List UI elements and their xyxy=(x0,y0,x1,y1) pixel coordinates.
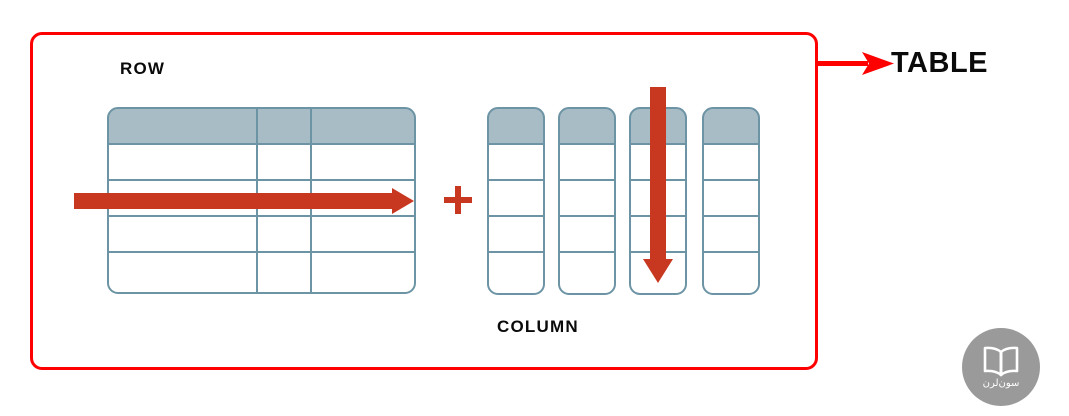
table-cell xyxy=(256,107,312,145)
table-cell xyxy=(256,251,312,294)
column-stack xyxy=(702,107,760,295)
column-cell xyxy=(702,107,760,145)
column-cell xyxy=(702,179,760,217)
table-pointer-arrow-icon xyxy=(816,50,894,78)
column-cell xyxy=(702,215,760,253)
column-cell xyxy=(558,179,616,217)
table-cell xyxy=(107,251,258,294)
table-frame-border xyxy=(30,32,818,370)
column-label: COLUMN xyxy=(497,317,579,336)
table-cell xyxy=(310,143,416,181)
row-label: ROW xyxy=(120,59,166,78)
open-book-icon xyxy=(983,346,1019,377)
column-cell xyxy=(487,107,545,145)
column-cell xyxy=(558,215,616,253)
column-cell xyxy=(558,143,616,181)
table-cell xyxy=(107,215,258,253)
table-cell xyxy=(107,107,258,145)
table-label: TABLE xyxy=(891,47,989,79)
column-cell xyxy=(702,251,760,295)
plus-icon xyxy=(444,186,472,214)
column-stack xyxy=(487,107,545,295)
column-direction-arrow-icon xyxy=(643,87,673,283)
column-cell xyxy=(487,215,545,253)
table-cell xyxy=(256,143,312,181)
table-cell xyxy=(310,251,416,294)
row-direction-arrow-icon xyxy=(74,188,414,214)
table-cell xyxy=(310,107,416,145)
watermark-logo: سون‌لرن xyxy=(962,328,1040,406)
column-cell xyxy=(487,143,545,181)
column-cell xyxy=(558,251,616,295)
column-cell xyxy=(487,251,545,295)
column-cell xyxy=(487,179,545,217)
table-cell xyxy=(310,215,416,253)
column-cell xyxy=(702,143,760,181)
table-cell xyxy=(107,143,258,181)
table-cell xyxy=(256,215,312,253)
watermark-text: سون‌لرن xyxy=(983,378,1020,389)
column-stack xyxy=(558,107,616,295)
column-cell xyxy=(558,107,616,145)
